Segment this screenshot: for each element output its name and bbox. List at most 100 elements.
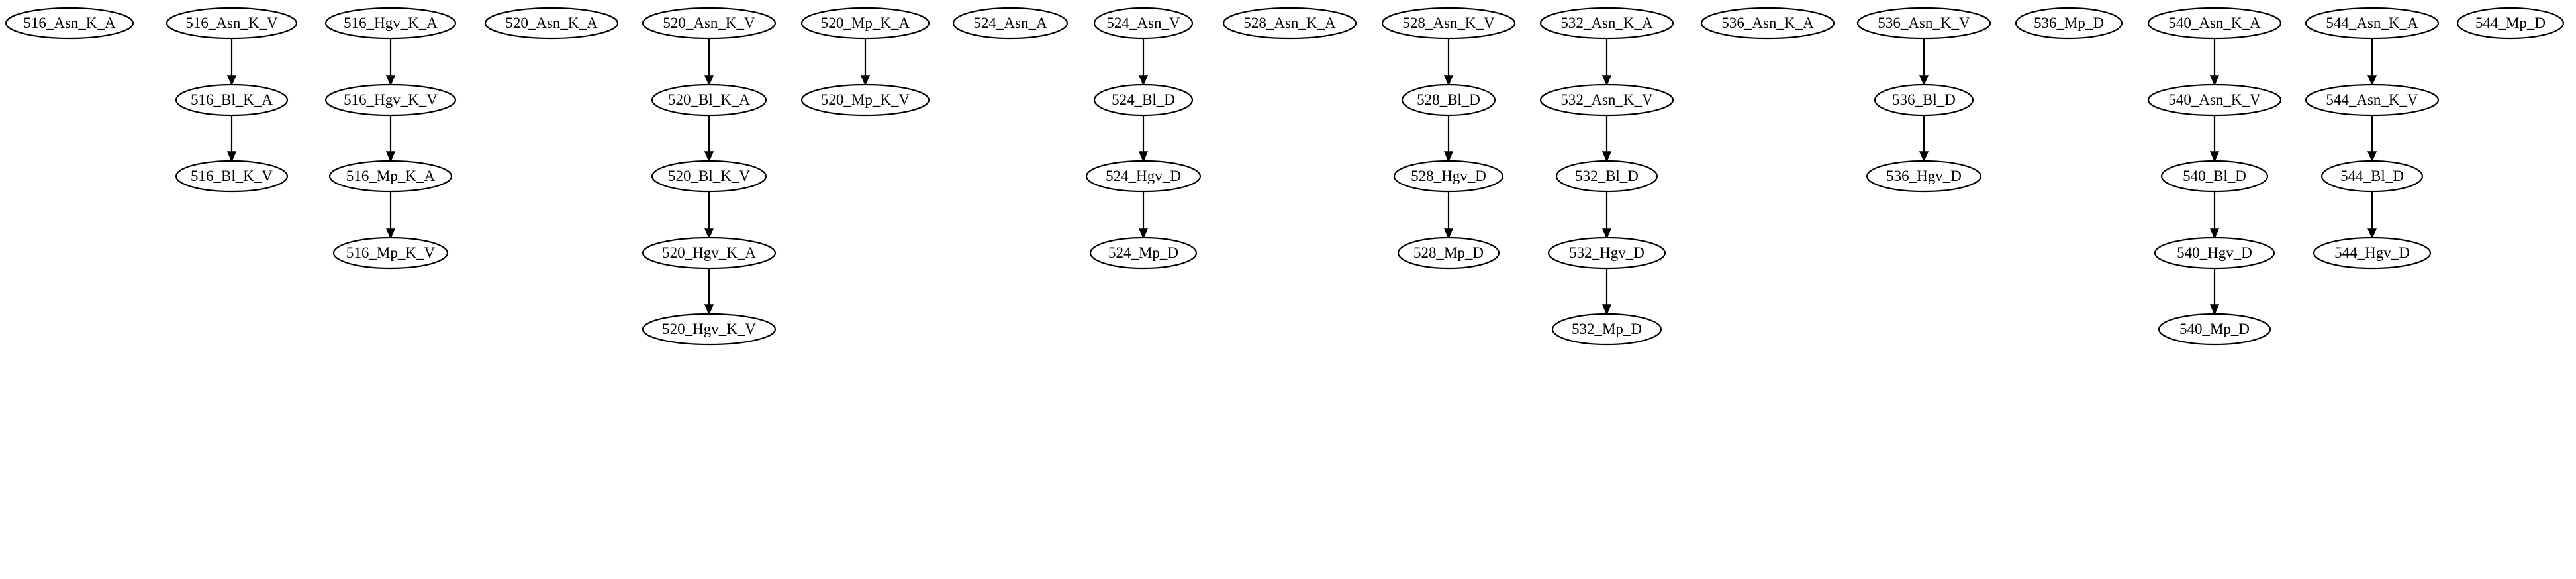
node-516-mp-k-v: 516_Mp_K_V — [332, 237, 449, 270]
node-label: 532_Mp_D — [1572, 321, 1642, 337]
node-label: 528_Asn_K_A — [1243, 15, 1336, 31]
node-label: 536_Asn_K_V — [1878, 15, 1970, 31]
node-label: 544_Mp_D — [2475, 15, 2546, 31]
node-540-asn-k-v: 540_Asn_K_V — [2147, 83, 2282, 117]
arrowhead-icon — [1443, 228, 1454, 239]
node-label: 532_Asn_K_A — [1560, 15, 1653, 31]
node-ellipse — [328, 160, 453, 193]
edges-layer — [226, 38, 2377, 315]
arrowhead-icon — [2209, 228, 2220, 239]
node-label: 536_Hgv_D — [1886, 168, 1962, 184]
node-ellipse — [2154, 237, 2275, 270]
edge-arrow — [1601, 268, 1612, 315]
node-528-asn-k-v: 528_Asn_K_V — [1381, 7, 1516, 40]
node-ellipse — [484, 7, 619, 40]
edge-arrow — [1138, 38, 1149, 86]
node-label: 520_Bl_K_V — [668, 168, 750, 184]
node-ellipse — [332, 237, 449, 270]
edge-arrow — [226, 38, 237, 86]
edge-arrow — [704, 38, 714, 86]
arrowhead-icon — [1443, 75, 1454, 86]
node-532-asn-k-a: 532_Asn_K_A — [1539, 7, 1674, 40]
node-ellipse — [642, 237, 777, 270]
node-520-hgv-k-v: 520_Hgv_K_V — [642, 313, 777, 346]
node-524-hgv-d: 524_Hgv_D — [1085, 160, 1202, 193]
node-label: 520_Mp_K_A — [821, 15, 910, 31]
node-label: 540_Hgv_D — [2177, 244, 2252, 261]
node-label: 520_Mp_K_V — [821, 91, 910, 108]
arrowhead-icon — [1601, 228, 1612, 239]
node-label: 544_Asn_K_V — [2326, 91, 2418, 108]
node-536-hgv-d: 536_Hgv_D — [1866, 160, 1982, 193]
node-label: 516_Mp_K_V — [346, 244, 436, 261]
node-label: 516_Bl_K_V — [191, 168, 273, 184]
node-ellipse — [5, 7, 134, 40]
edge-arrow — [385, 38, 396, 86]
node-label: 536_Bl_D — [1892, 91, 1956, 108]
node-ellipse — [1222, 7, 1357, 40]
node-ellipse — [2305, 83, 2440, 117]
node-ellipse — [2158, 313, 2271, 346]
node-536-bl-d: 536_Bl_D — [1874, 83, 1974, 117]
node-label: 532_Bl_D — [1575, 168, 1639, 184]
node-label: 524_Hgv_D — [1106, 168, 1181, 184]
node-ellipse — [2456, 7, 2565, 40]
node-label: 516_Hgv_K_V — [344, 91, 438, 108]
node-label: 540_Bl_D — [2183, 168, 2246, 184]
node-label: 528_Mp_D — [1413, 244, 1484, 261]
node-label: 516_Asn_K_A — [23, 15, 116, 31]
node-544-hgv-d: 544_Hgv_D — [2313, 237, 2432, 270]
arrowhead-icon — [1138, 75, 1149, 86]
node-520-asn-k-a: 520_Asn_K_A — [484, 7, 619, 40]
node-label: 532_Asn_K_V — [1560, 91, 1653, 108]
node-label: 540_Mp_D — [2179, 321, 2250, 337]
node-label: 524_Bl_D — [1112, 91, 1175, 108]
node-label: 516_Asn_K_V — [185, 15, 278, 31]
node-544-asn-k-a: 544_Asn_K_A — [2305, 7, 2440, 40]
node-label: 520_Asn_K_V — [663, 15, 755, 31]
node-ellipse — [166, 7, 298, 40]
edge-arrow — [385, 115, 396, 162]
node-516-mp-k-a: 516_Mp_K_A — [328, 160, 453, 193]
node-label: 528_Asn_K_V — [1402, 15, 1495, 31]
node-ellipse — [1555, 160, 1658, 193]
node-ellipse — [2313, 237, 2432, 270]
edge-arrow — [2367, 115, 2377, 162]
node-ellipse — [651, 160, 767, 193]
node-532-mp-d: 532_Mp_D — [1551, 313, 1662, 346]
node-label: 520_Asn_K_A — [505, 15, 598, 31]
node-ellipse — [175, 83, 289, 117]
node-528-mp-d: 528_Mp_D — [1397, 237, 1500, 270]
node-524-asn-v: 524_Asn_V — [1093, 7, 1194, 40]
node-label: 536_Mp_D — [2034, 15, 2104, 31]
arrowhead-icon — [1601, 304, 1612, 315]
node-516-asn-k-v: 516_Asn_K_V — [166, 7, 298, 40]
node-label: 544_Asn_K_A — [2326, 15, 2418, 31]
node-ellipse — [1401, 83, 1496, 117]
node-532-bl-d: 532_Bl_D — [1555, 160, 1658, 193]
node-540-asn-k-a: 540_Asn_K_A — [2147, 7, 2282, 40]
node-ellipse — [1393, 160, 1504, 193]
node-536-mp-d: 536_Mp_D — [2015, 7, 2123, 40]
arrowhead-icon — [2367, 75, 2377, 86]
edge-arrow — [1601, 115, 1612, 162]
edge-arrow — [704, 268, 714, 315]
arrowhead-icon — [860, 75, 871, 86]
edge-arrow — [1443, 38, 1454, 86]
arrowhead-icon — [1601, 75, 1612, 86]
node-520-mp-k-v: 520_Mp_K_V — [800, 83, 930, 117]
node-label: 524_Asn_V — [1106, 15, 1180, 31]
arrowhead-icon — [704, 304, 714, 315]
node-520-hgv-k-a: 520_Hgv_K_A — [642, 237, 777, 270]
arrowhead-icon — [1919, 151, 1929, 162]
node-ellipse — [651, 83, 767, 117]
arrowhead-icon — [1138, 228, 1149, 239]
edge-arrow — [2367, 38, 2377, 86]
arrowhead-icon — [2367, 228, 2377, 239]
edge-arrow — [2209, 191, 2220, 239]
node-ellipse — [1874, 83, 1974, 117]
node-label: 516_Bl_K_A — [191, 91, 273, 108]
arrowhead-icon — [2209, 151, 2220, 162]
node-ellipse — [2147, 83, 2282, 117]
node-516-asn-k-a: 516_Asn_K_A — [5, 7, 134, 40]
